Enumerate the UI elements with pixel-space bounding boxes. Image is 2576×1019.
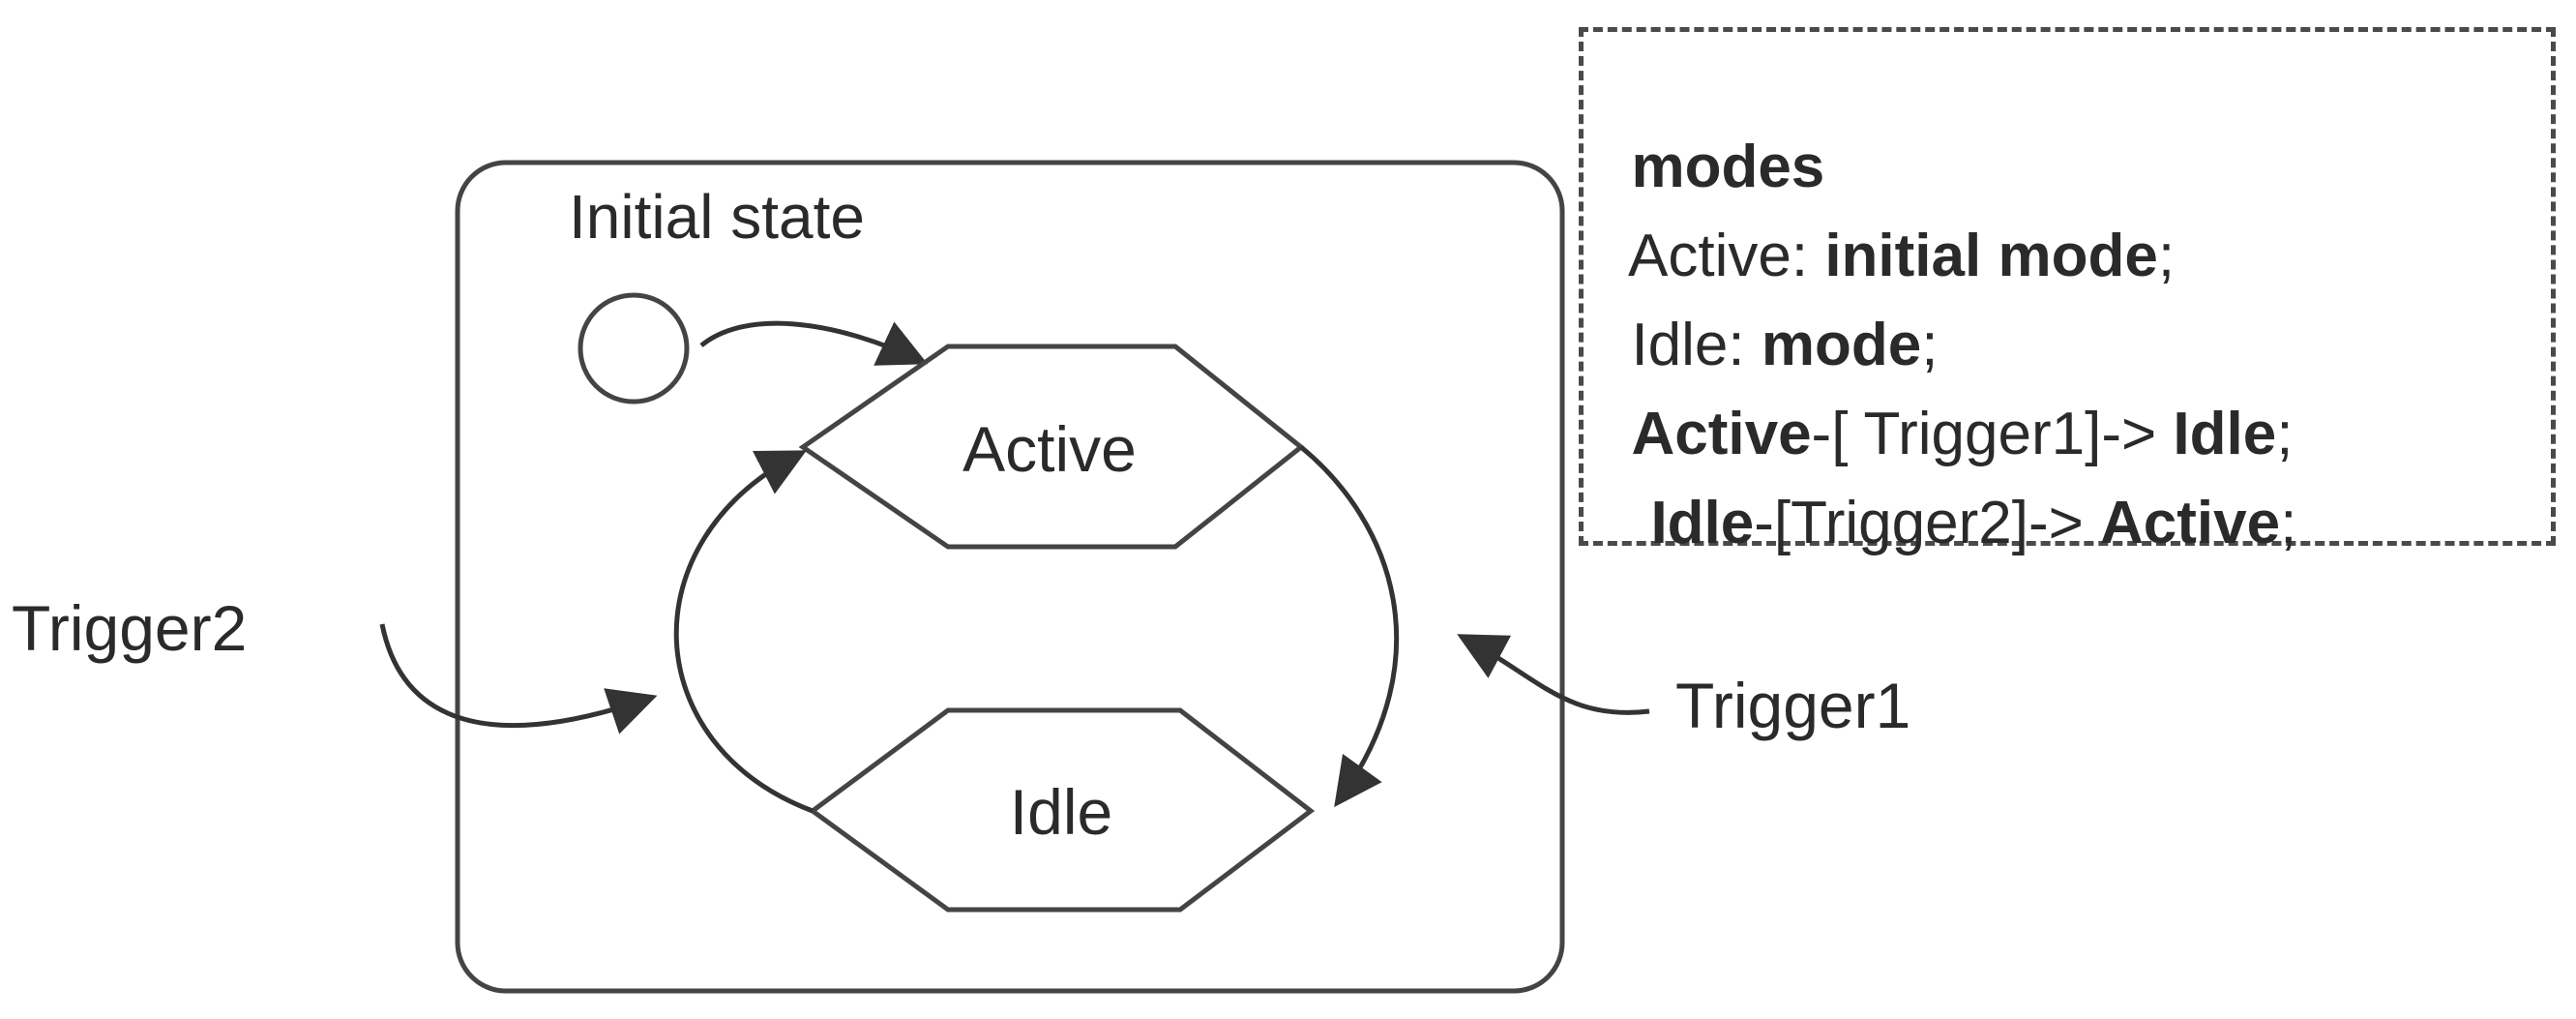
code-line-transition-2: Idle-[Trigger2]-> Active; [1617,434,2296,554]
separator: : [1791,223,1825,289]
keyword-initial-mode: initial mode [1824,223,2158,289]
initial-state-label: Initial state [569,182,865,252]
trigger2-label: Trigger2 [12,592,247,664]
transition-trigger: Trigger2 [1791,490,2012,556]
mode-name: Idle [1631,312,1729,378]
state-active-label: Active [962,413,1137,485]
trigger1-pointer-arrow [1457,634,1650,715]
terminator: ; [1921,312,1939,378]
mode-name: Active [1628,223,1791,289]
state-idle [808,707,1316,913]
initial-transition-arrow [699,320,929,366]
code-line-transition-1: Active-[ Trigger1]-> Idle; [1598,345,2293,465]
mode-container [455,160,1565,994]
state-idle-label: Idle [1010,776,1112,848]
mode-definition-box [1579,27,2556,546]
trigger1-label: Trigger1 [1675,670,1910,741]
code-line-modes: modes [1598,77,1824,197]
transition-trigger: Trigger1 [1863,401,2086,467]
transition-source: Idle [1650,490,1755,556]
code-line-active-decl: Active: initial mode; [1598,166,2175,286]
transition-open: -[ [1811,401,1864,467]
transition-target: Active [2100,490,2281,556]
transition-open: -[ [1754,490,1791,556]
transition-active-to-idle [1299,445,1400,808]
transition-source: Active [1631,401,1812,467]
code-line-idle-decl: Idle: mode; [1598,255,1938,375]
separator: : [1728,312,1762,378]
initial-state-node [577,292,690,405]
terminator: ; [2157,223,2176,289]
keyword-mode: mode [1761,312,1922,378]
transition-close: ]-> [2085,401,2174,467]
terminator: ; [2276,401,2294,467]
transition-close: ]-> [2011,490,2101,556]
trigger2-pointer-arrow [379,623,658,734]
transition-target: Idle [2173,401,2277,467]
keyword-modes: modes [1631,134,1825,200]
terminator: ; [2280,490,2297,556]
transition-idle-to-active [673,450,814,814]
